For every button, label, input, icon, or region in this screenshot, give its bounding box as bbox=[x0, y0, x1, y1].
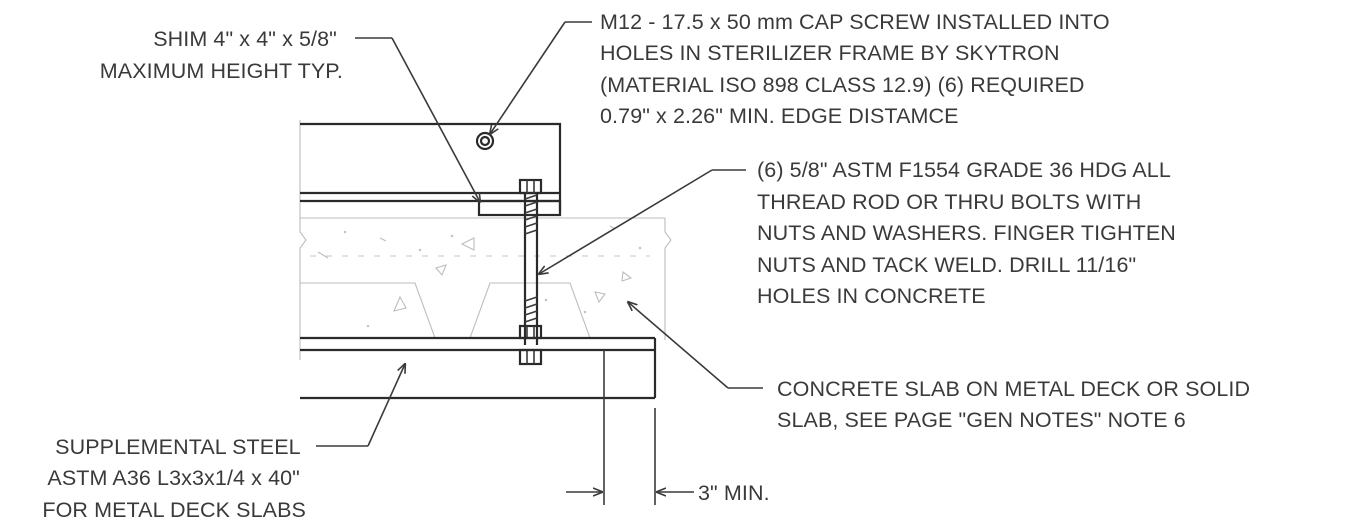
leader-thread-rod bbox=[539, 169, 746, 274]
note-shim-line: SHIM 4" x 4" x 5/8" bbox=[153, 27, 337, 51]
note-supplemental-steel-line: SUPPLEMENTAL STEEL bbox=[55, 435, 300, 459]
note-supplemental-steel-line: ASTM A36 L3x3x1/4 x 40" bbox=[47, 466, 300, 490]
supplemental-steel bbox=[300, 336, 657, 400]
note-thread-rod-line: HOLES IN CONCRETE bbox=[757, 284, 986, 308]
dimension-label: 3" MIN. bbox=[698, 481, 770, 505]
note-supplemental-steel: SUPPLEMENTAL STEEL ASTM A36 L3x3x1/4 x 4… bbox=[42, 435, 306, 522]
note-concrete-line: CONCRETE SLAB ON METAL DECK OR SOLID bbox=[777, 377, 1250, 401]
note-cap-screw-line: HOLES IN STERILIZER FRAME BY SKYTRON bbox=[600, 41, 1060, 65]
dimension-3in bbox=[566, 398, 694, 505]
leader-shim bbox=[355, 37, 480, 202]
note-supplemental-steel-line: FOR METAL DECK SLABS bbox=[42, 498, 306, 522]
sterilizer-frame bbox=[300, 122, 562, 212]
thread-rod bbox=[518, 178, 543, 366]
note-shim: SHIM 4" x 4" x 5/8" MAXIMUM HEIGHT TYP. bbox=[100, 27, 343, 83]
note-concrete-line: SLAB, SEE PAGE "GEN NOTES" NOTE 6 bbox=[777, 408, 1186, 432]
note-cap-screw-line: 0.79" x 2.26" MIN. EDGE DISTAMCE bbox=[600, 104, 959, 128]
leader-supplemental-steel bbox=[316, 364, 405, 447]
shim bbox=[477, 199, 562, 217]
note-concrete: CONCRETE SLAB ON METAL DECK OR SOLID SLA… bbox=[777, 377, 1256, 432]
note-thread-rod-line: NUTS AND TACK WELD. DRILL 11/16" bbox=[757, 253, 1136, 277]
note-cap-screw-line: (MATERIAL ISO 898 CLASS 12.9) (6) REQUIR… bbox=[600, 73, 1085, 97]
note-thread-rod: (6) 5/8" ASTM F1554 GRADE 36 HDG ALL THR… bbox=[757, 158, 1182, 308]
leader-cap-screw bbox=[490, 21, 592, 134]
concrete-slab bbox=[299, 120, 672, 360]
note-thread-rod-line: NUTS AND WASHERS. FINGER TIGHTEN bbox=[757, 221, 1176, 245]
note-thread-rod-line: (6) 5/8" ASTM F1554 GRADE 36 HDG ALL bbox=[757, 158, 1171, 182]
note-thread-rod-line: THREAD ROD OR THRU BOLTS WITH bbox=[757, 190, 1141, 214]
note-shim-line: MAXIMUM HEIGHT TYP. bbox=[100, 59, 343, 83]
leader-concrete bbox=[628, 302, 763, 389]
note-cap-screw: M12 - 17.5 x 50 mm CAP SCREW INSTALLED I… bbox=[600, 10, 1116, 128]
note-cap-screw-line: M12 - 17.5 x 50 mm CAP SCREW INSTALLED I… bbox=[600, 10, 1110, 34]
